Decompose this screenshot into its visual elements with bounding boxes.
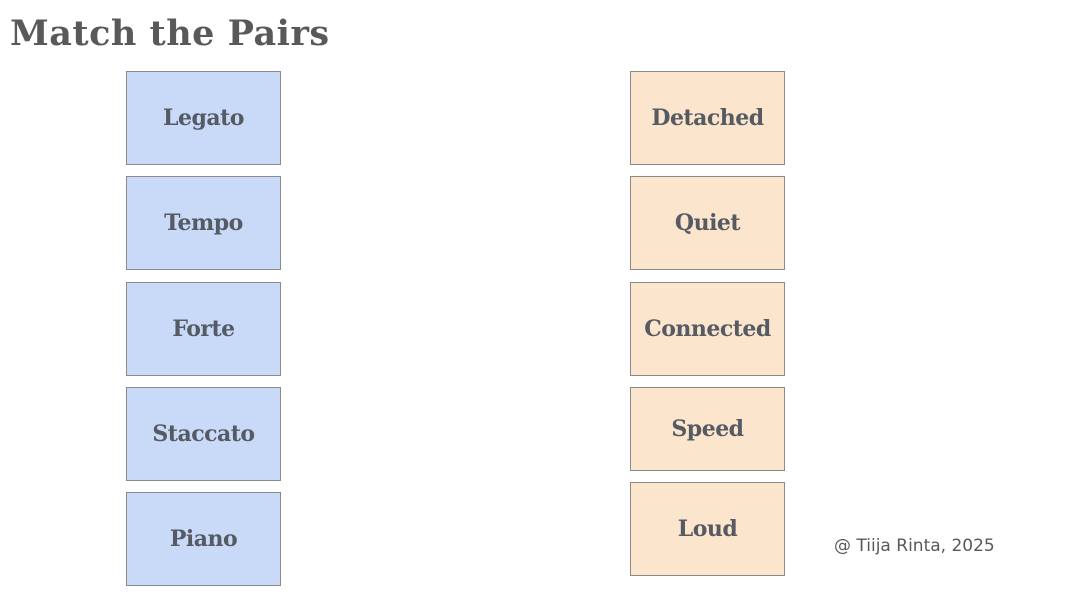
term-card-legato[interactable]: Legato — [126, 71, 281, 165]
copyright-credit: @ Tiija Rinta, 2025 — [834, 536, 995, 556]
term-card-staccato[interactable]: Staccato — [126, 387, 281, 481]
meaning-card-speed[interactable]: Speed — [630, 387, 785, 471]
meaning-card-quiet[interactable]: Quiet — [630, 176, 785, 270]
meaning-card-loud[interactable]: Loud — [630, 482, 785, 576]
meaning-card-detached[interactable]: Detached — [630, 71, 785, 165]
term-card-forte[interactable]: Forte — [126, 282, 281, 376]
meaning-card-connected[interactable]: Connected — [630, 282, 785, 376]
page-title: Match the Pairs — [10, 13, 330, 54]
term-card-tempo[interactable]: Tempo — [126, 176, 281, 270]
term-card-piano[interactable]: Piano — [126, 492, 281, 586]
